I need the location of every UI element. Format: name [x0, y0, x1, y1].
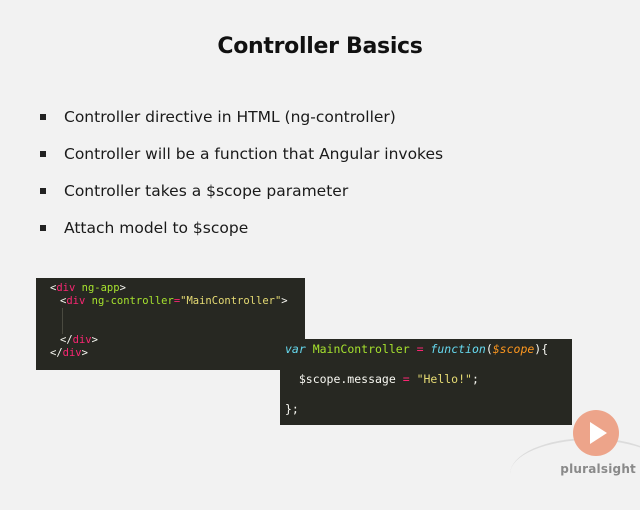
- bullet-square-icon: [40, 187, 46, 194]
- bullet-item: Controller takes a $scope parameter: [38, 172, 443, 209]
- code-line: };: [285, 402, 299, 416]
- bullet-square-icon: [40, 113, 46, 120]
- code-line: </div>: [50, 347, 88, 359]
- code-line: <div ng-controller="MainController">: [60, 295, 288, 307]
- html-code-block: <div ng-app> <div ng-controller="MainCon…: [36, 278, 305, 370]
- pluralsight-logo: pluralsight: [510, 400, 640, 480]
- code-line: </div>: [60, 334, 98, 346]
- code-line: $scope.message = "Hello!";: [285, 372, 479, 386]
- code-line: [285, 357, 572, 372]
- code-line: [62, 308, 305, 321]
- bullet-list: Controller directive in HTML (ng-control…: [38, 98, 443, 246]
- bullet-item: Controller directive in HTML (ng-control…: [38, 98, 443, 135]
- bullet-item: Attach model to $scope: [38, 209, 443, 246]
- bullet-square-icon: [40, 224, 46, 231]
- bullet-item: Controller will be a function that Angul…: [38, 135, 443, 172]
- play-icon: [573, 410, 619, 456]
- code-line: <div ng-app>: [50, 282, 126, 294]
- code-line: [285, 387, 572, 402]
- code-line: [62, 321, 305, 334]
- code-line: var MainController = function($scope){: [285, 342, 549, 356]
- brand-text: pluralsight: [560, 462, 636, 476]
- bullet-square-icon: [40, 150, 46, 157]
- js-code-block: var MainController = function($scope){ $…: [280, 339, 572, 425]
- slide-title: Controller Basics: [217, 34, 423, 59]
